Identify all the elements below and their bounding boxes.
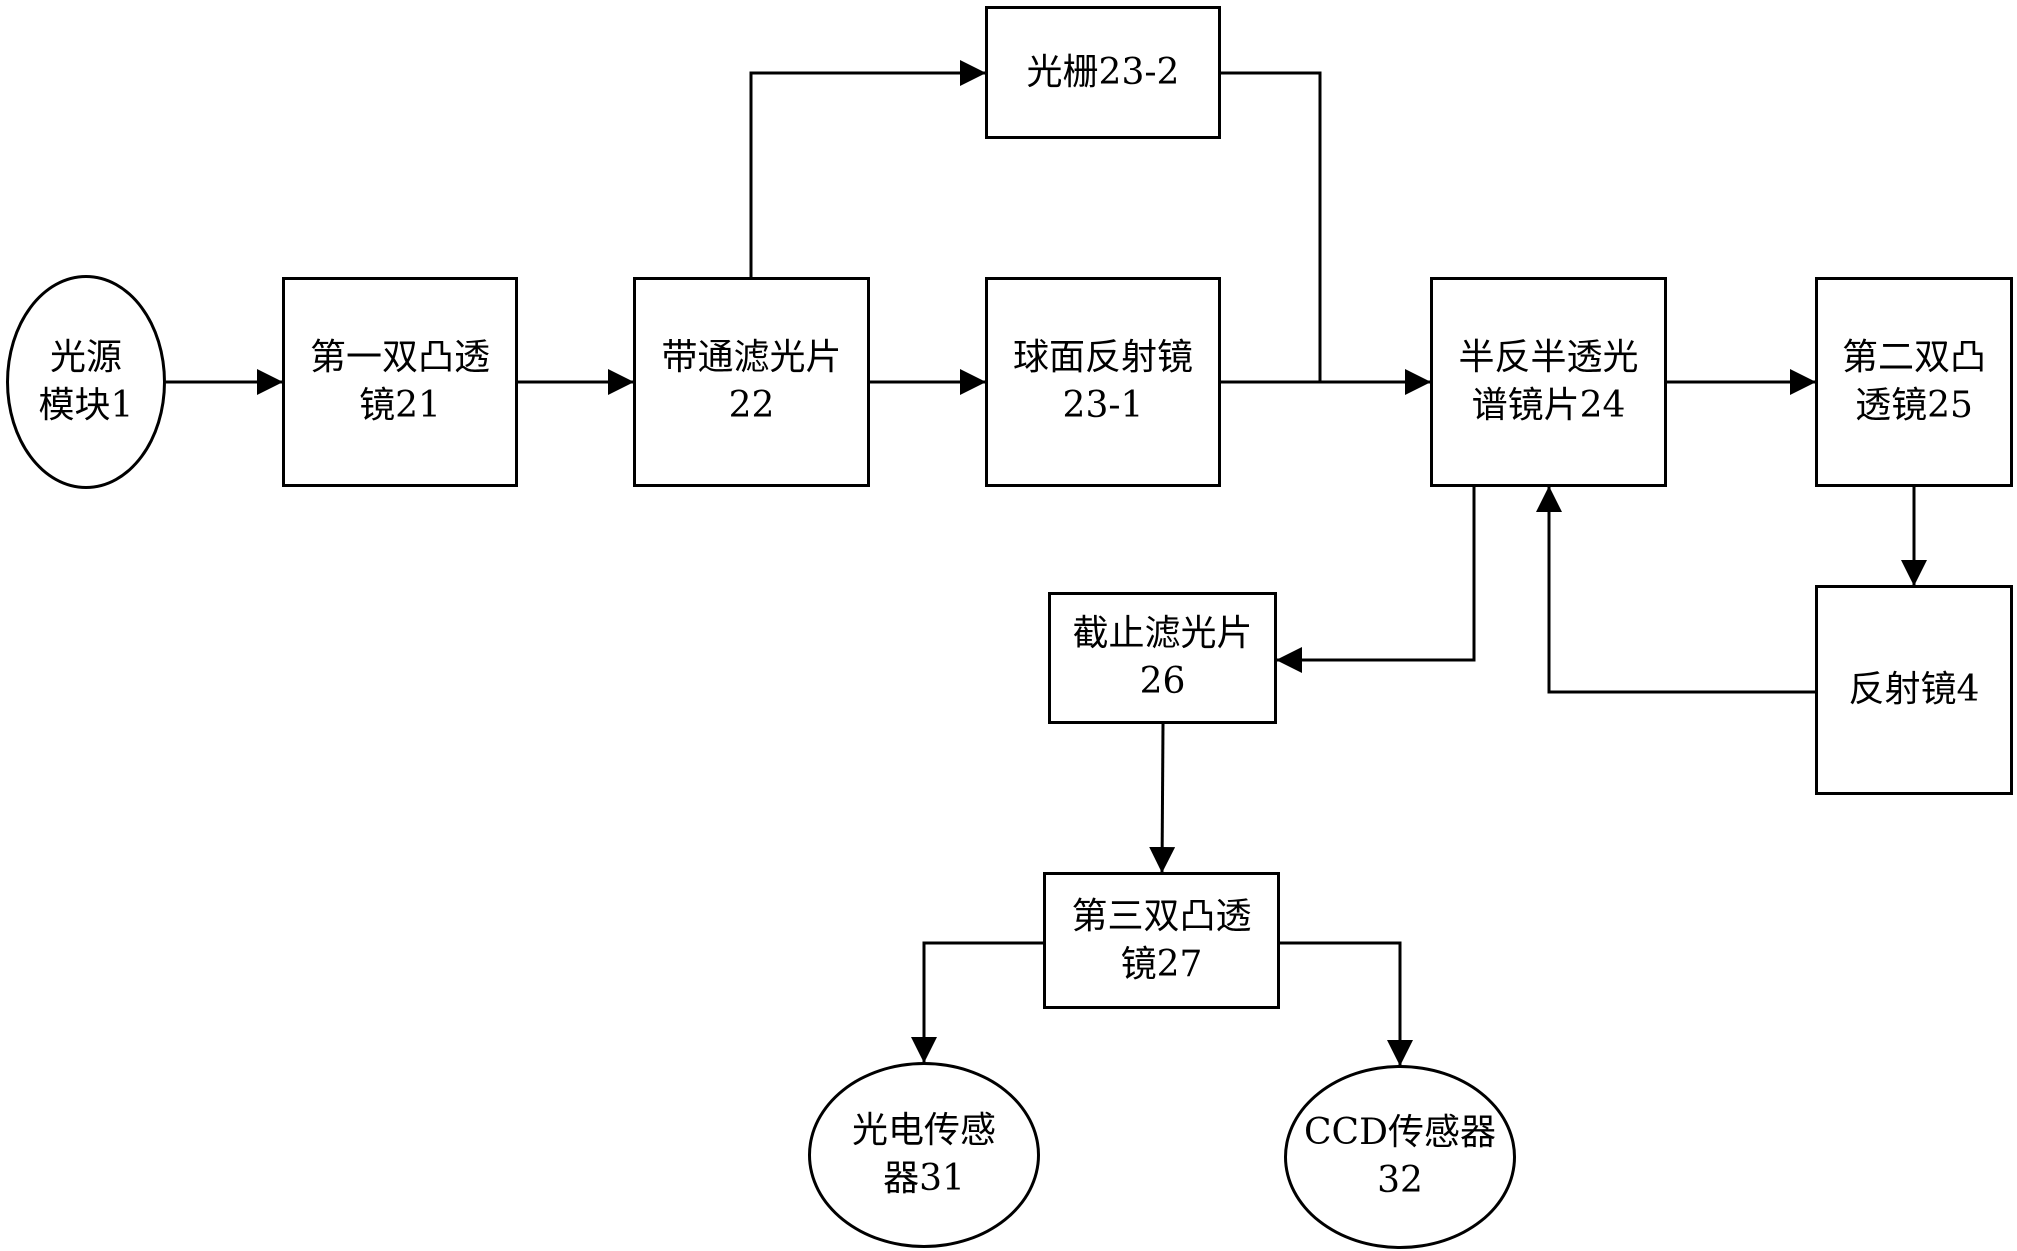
edge-bandpass-to-grating <box>749 60 986 277</box>
edge-mirror4-to-halfmirror <box>1536 486 1815 694</box>
node-second-biconvex-lens: 第二双凸 透镜25 <box>1815 277 2013 487</box>
node-first-biconvex-lens: 第一双凸透 镜21 <box>282 277 518 487</box>
edge-lens3-to-ccd <box>1280 941 1413 1066</box>
node-photo-sensor: 光电传感 器31 <box>808 1062 1040 1248</box>
edge-lens3-to-photosensor <box>911 941 1043 1063</box>
node-label: 光栅23-2 <box>1026 51 1180 93</box>
node-label: 第二双凸 透镜25 <box>1841 337 1986 426</box>
node-label: 球面反射镜 23-1 <box>1012 337 1193 426</box>
edge-grating-to-halfmirror <box>1221 71 1322 382</box>
node-label: 第一双凸透 镜21 <box>309 337 490 426</box>
edge-halfmirror-to-cutoff <box>1276 487 1476 673</box>
edge-cutoff-to-lens3 <box>1149 723 1176 873</box>
node-label: 反射镜4 <box>1848 669 1980 710</box>
node-half-mirror: 半反半透光 谱镜片24 <box>1430 277 1667 487</box>
node-label: 带通滤光片 22 <box>661 337 842 426</box>
node-third-biconvex-lens: 第三双凸透 镜27 <box>1043 872 1280 1009</box>
node-light-source: 光源 模块1 <box>6 275 166 489</box>
node-bandpass-filter: 带通滤光片 22 <box>633 277 870 487</box>
node-ccd-sensor: CCD传感器 32 <box>1284 1065 1516 1249</box>
node-cutoff-filter: 截止滤光片 26 <box>1048 592 1277 724</box>
node-mirror-4: 反射镜4 <box>1815 585 2013 795</box>
node-spherical-mirror: 球面反射镜 23-1 <box>985 277 1221 487</box>
node-label: 半反半透光 谱镜片24 <box>1458 337 1639 426</box>
node-label: 第三双凸透 镜27 <box>1071 895 1252 985</box>
node-label: 光源 模块1 <box>38 337 134 426</box>
node-label: 截止滤光片 26 <box>1072 613 1253 702</box>
node-label: CCD传感器 32 <box>1304 1112 1496 1201</box>
node-grating: 光栅23-2 <box>985 6 1221 139</box>
node-label: 光电传感 器31 <box>851 1110 996 1199</box>
